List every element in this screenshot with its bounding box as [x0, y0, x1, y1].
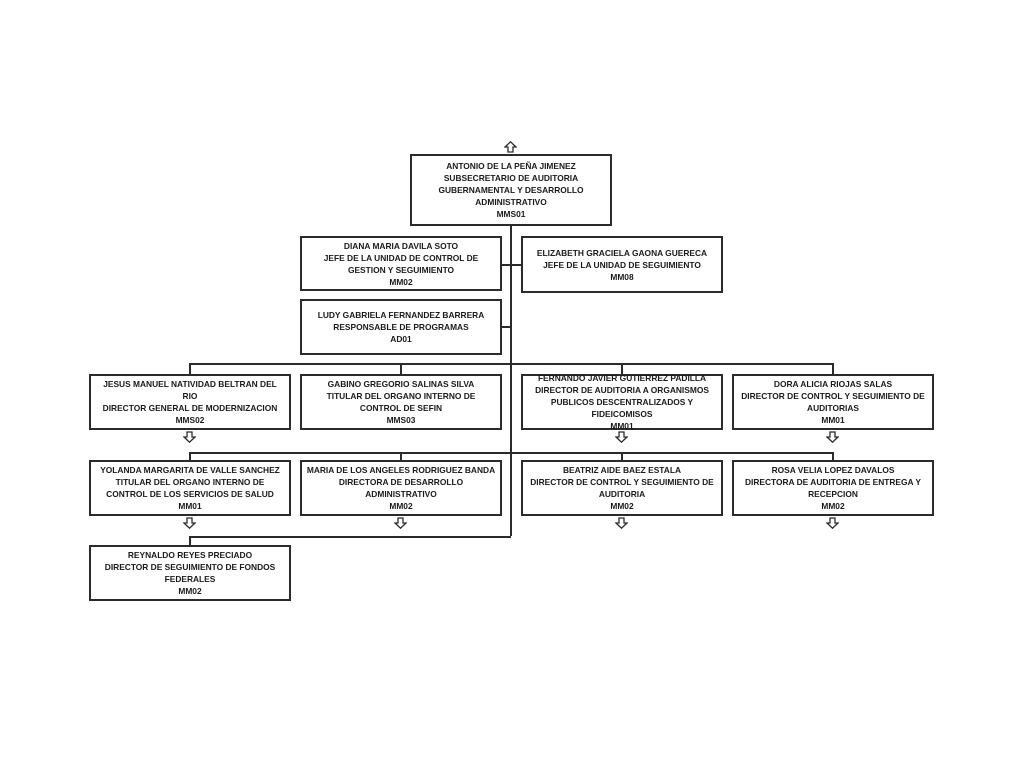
position-box-elizabeth[interactable]: ELIZABETH GRACIELA GAONA GUERECA JEFE DE… — [521, 236, 723, 293]
position-name: ANTONIO DE LA PEÑA JIMENEZ — [446, 161, 576, 171]
position-box-ludy[interactable]: LUDY GABRIELA FERNANDEZ BARRERA RESPONSA… — [300, 299, 502, 355]
position-role: DIRECTOR GENERAL DE MODERNIZACION — [102, 403, 278, 413]
arrow-down-icon[interactable] — [615, 431, 628, 443]
arrow-down-icon[interactable] — [394, 517, 407, 529]
position-box-maria[interactable]: MARIA DE LOS ANGELES RODRIGUEZ BANDA DIR… — [300, 460, 502, 516]
position-box-gabino[interactable]: GABINO GREGORIO SALINAS SILVA TITULAR DE… — [300, 374, 502, 430]
position-role: DIRECTOR DE CONTROL Y SEGUIMIENTO DE AUD… — [530, 477, 714, 499]
position-code: MM02 — [389, 501, 413, 511]
connector-line — [189, 452, 834, 454]
position-box-fernando[interactable]: FERNANDO JAVIER GUTIERREZ PADILLA DIRECT… — [521, 373, 723, 431]
position-name: YOLANDA MARGARITA DE VALLE SANCHEZ — [100, 465, 280, 475]
position-box-jesus[interactable]: JESUS MANUEL NATIVIDAD BELTRAN DEL RIO D… — [89, 374, 291, 430]
position-role: DIRECTOR DE SEGUIMIENTO DE FONDOS FEDERA… — [104, 562, 276, 584]
position-role: TITULAR DEL ORGANO INTERNO DE CONTROL DE… — [326, 391, 476, 413]
connector-line — [189, 536, 511, 538]
position-role: DIRECTOR DE CONTROL Y SEGUIMIENTO DE AUD… — [741, 391, 925, 413]
position-role: TITULAR DEL ORGANO INTERNO DE CONTROL DE… — [106, 477, 274, 499]
position-name: GABINO GREGORIO SALINAS SILVA — [327, 379, 475, 389]
connector-line — [621, 363, 623, 375]
position-box-diana[interactable]: DIANA MARIA DAVILA SOTO JEFE DE LA UNIDA… — [300, 236, 502, 291]
arrow-down-icon[interactable] — [183, 431, 196, 443]
position-code: MM01 — [821, 415, 845, 425]
position-role: JEFE DE LA UNIDAD DE SEGUIMIENTO — [543, 259, 701, 270]
position-role: DIRECTORA DE AUDITORIA DE ENTREGA Y RECE… — [744, 477, 922, 499]
position-name: DIANA MARIA DAVILA SOTO — [343, 240, 459, 251]
connector-line — [400, 363, 402, 375]
connector-line — [189, 536, 191, 546]
connector-line — [832, 452, 834, 460]
position-box-dora[interactable]: DORA ALICIA RIOJAS SALAS DIRECTOR DE CON… — [732, 374, 934, 430]
position-name: JESUS MANUEL NATIVIDAD BELTRAN DEL RIO — [103, 379, 277, 401]
position-name: MARIA DE LOS ANGELES RODRIGUEZ BANDA — [306, 465, 496, 475]
position-code: MMS03 — [386, 415, 416, 425]
connector-line — [510, 226, 512, 536]
position-name: FERNANDO JAVIER GUTIERREZ PADILLA — [537, 373, 707, 383]
connector-line — [189, 452, 191, 460]
position-name: ROSA VELIA LOPEZ DAVALOS — [771, 465, 895, 475]
position-box-yolanda[interactable]: YOLANDA MARGARITA DE VALLE SANCHEZ TITUL… — [89, 460, 291, 516]
position-role: DIRECTOR DE AUDITORIA A ORGANISMOS PUBLI… — [535, 385, 709, 419]
connector-line — [189, 363, 834, 365]
position-code: MMS01 — [496, 209, 526, 219]
position-box-mms01[interactable]: ANTONIO DE LA PEÑA JIMENEZ SUBSECRETARIO… — [410, 154, 612, 226]
position-code: AD01 — [390, 334, 412, 344]
arrow-down-icon[interactable] — [826, 517, 839, 529]
arrow-down-icon[interactable] — [826, 431, 839, 443]
position-code: MM02 — [389, 276, 413, 287]
position-name: REYNALDO REYES PRECIADO — [127, 550, 253, 560]
position-code: MM02 — [610, 501, 634, 511]
position-box-rosa[interactable]: ROSA VELIA LOPEZ DAVALOS DIRECTORA DE AU… — [732, 460, 934, 516]
connector-line — [189, 363, 191, 375]
position-code: MM02 — [178, 586, 202, 596]
arrow-down-icon[interactable] — [183, 517, 196, 529]
position-name: BEATRIZ AIDE BAEZ ESTALA — [562, 465, 682, 475]
position-code: MM02 — [821, 501, 845, 511]
connector-line — [832, 363, 834, 375]
position-role: SUBSECRETARIO DE AUDITORIA GUBERNAMENTAL… — [438, 173, 584, 207]
connector-line — [400, 452, 402, 460]
position-role: JEFE DE LA UNIDAD DE CONTROL DE GESTION … — [323, 252, 479, 275]
arrow-down-icon[interactable] — [615, 517, 628, 529]
connector-line — [500, 264, 522, 266]
position-name: DORA ALICIA RIOJAS SALAS — [773, 379, 893, 389]
position-code: MMS02 — [175, 415, 205, 425]
connector-line — [621, 452, 623, 460]
position-code: MM01 — [178, 501, 202, 511]
position-box-beatriz[interactable]: BEATRIZ AIDE BAEZ ESTALA DIRECTOR DE CON… — [521, 460, 723, 516]
position-role: DIRECTORA DE DESARROLLO ADMINISTRATIVO — [338, 477, 464, 499]
connector-line — [500, 326, 511, 328]
position-box-reynaldo[interactable]: REYNALDO REYES PRECIADO DIRECTOR DE SEGU… — [89, 545, 291, 601]
position-code: MM01 — [610, 421, 634, 431]
arrow-up-icon[interactable] — [504, 141, 517, 153]
position-name: LUDY GABRIELA FERNANDEZ BARRERA — [317, 310, 485, 320]
position-role: RESPONSABLE DE PROGRAMAS — [333, 322, 469, 332]
position-code: MM08 — [610, 271, 634, 282]
position-name: ELIZABETH GRACIELA GAONA GUERECA — [536, 247, 708, 258]
